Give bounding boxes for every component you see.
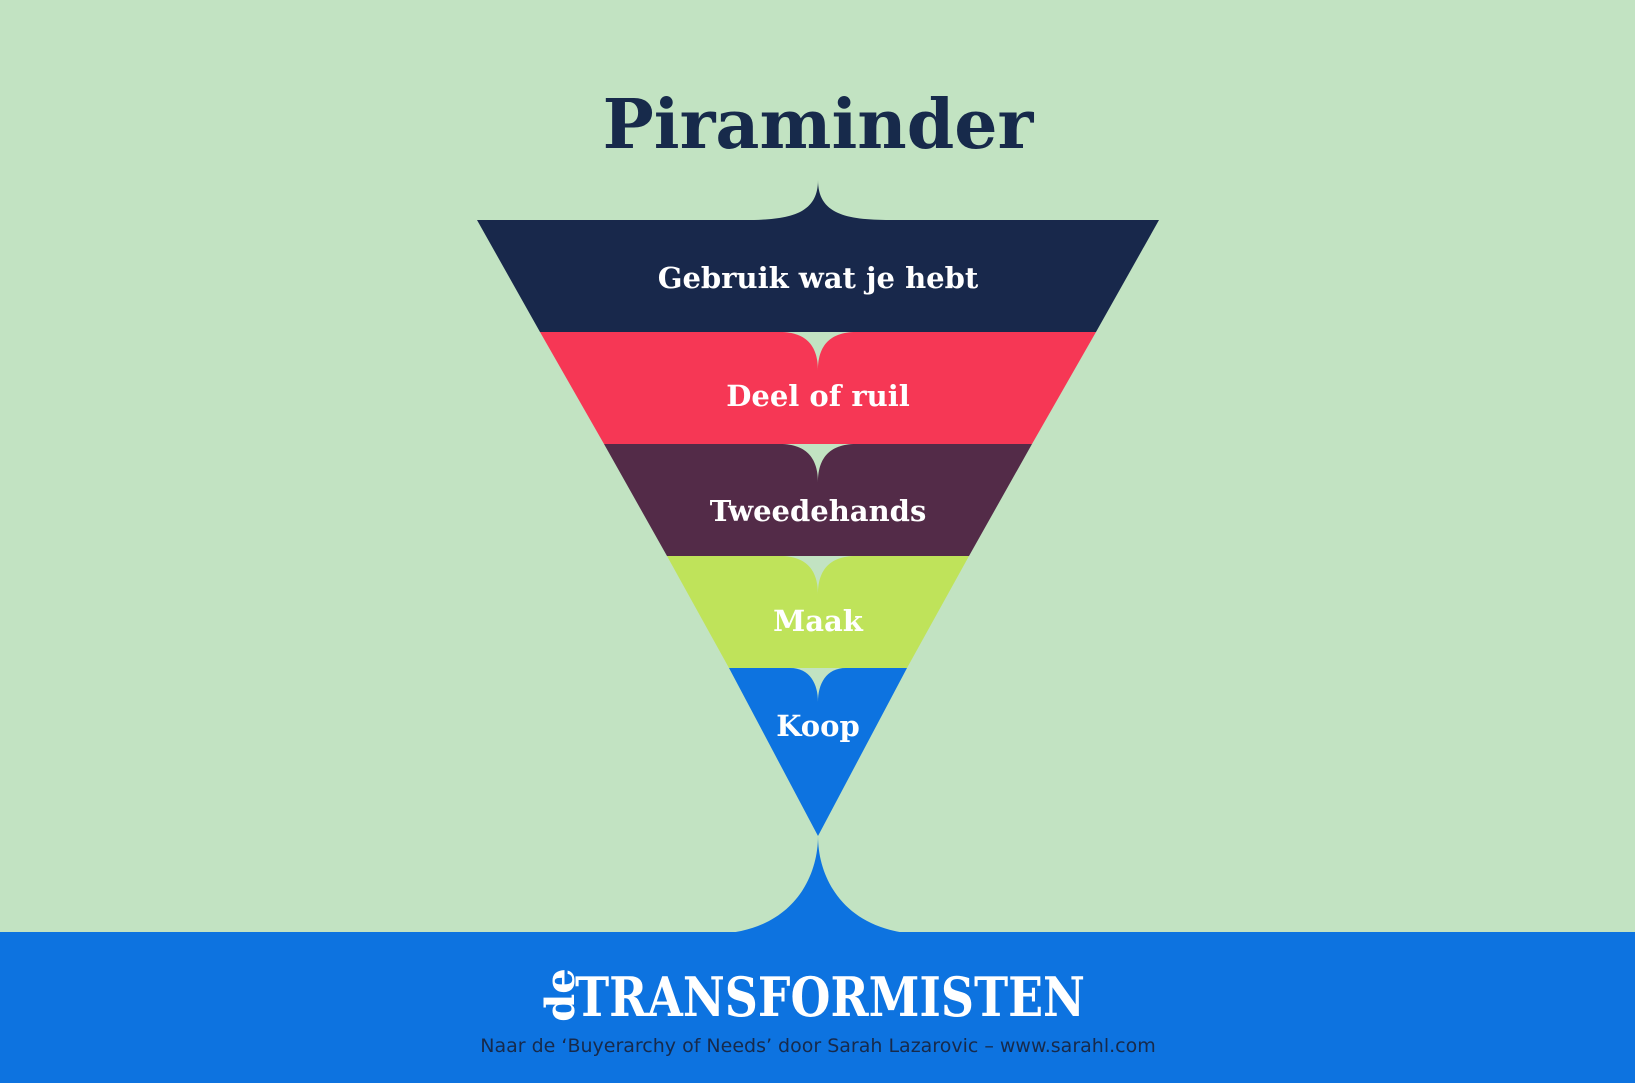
layer-gebruik-wat-je-hebt (477, 220, 1159, 332)
pyramid-layers (477, 220, 1159, 836)
footer-band (0, 932, 1635, 1083)
layer-label-koop: Koop (776, 709, 860, 743)
brand-prefix: de (537, 968, 584, 1021)
layer-label-tweedehands: Tweedehands (710, 494, 927, 528)
layer-label-maak: Maak (773, 604, 864, 638)
layer-label-deel-of-ruil: Deel of ruil (726, 379, 909, 413)
bottom-connector (715, 836, 921, 934)
layer-tweedehands (604, 444, 1032, 556)
brand-name: TRANSFORMISTEN (575, 965, 1085, 1029)
layer-koop (729, 668, 907, 836)
layer-label-gebruik-wat-je-hebt: Gebruik wat je hebt (658, 261, 979, 295)
layer-maak (667, 556, 969, 668)
top-connector (745, 180, 891, 220)
diagram-title: Piraminder (603, 85, 1035, 165)
brand-logo: de TRANSFORMISTEN (537, 965, 1085, 1029)
layer-deel-of-ruil (540, 332, 1096, 444)
footer-credit: Naar de ‘Buyerarchy of Needs’ door Sarah… (480, 1035, 1155, 1057)
